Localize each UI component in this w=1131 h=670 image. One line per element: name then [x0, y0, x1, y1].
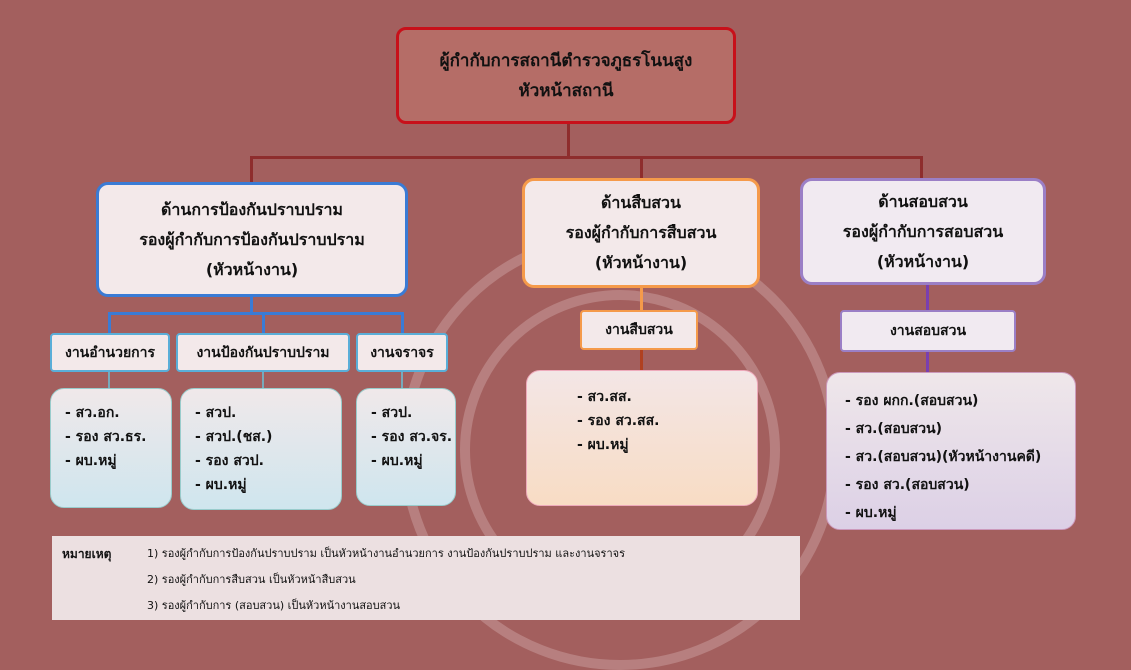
unit-name: งานอำนวยการ: [64, 344, 156, 361]
staff-item: - ผบ.หมู่: [195, 477, 247, 493]
staff-item: - สว.(สอบสวน)(หัวหน้างานคดี): [845, 449, 1042, 465]
connector: [640, 350, 643, 370]
connector: [262, 372, 264, 388]
staff-item: - สวป.: [195, 405, 237, 421]
note-item: 1) รองผู้กำกับการป้องกันปราบปราม เป็นหัว…: [147, 547, 625, 560]
unit-admin: งานอำนวยการ: [50, 333, 170, 372]
division-head: รองผู้กำกับการสอบสวน: [842, 221, 1004, 241]
connector: [640, 156, 643, 178]
staff-item: - รอง สว.จร.: [371, 429, 453, 445]
staff-item: - ผบ.หมู่: [577, 437, 629, 453]
connector: [920, 156, 923, 178]
unit-name: งานจราจร: [370, 344, 434, 361]
staff-list-prevention: - สวป. - สวป.(ชส.) - รอง สวป. - ผบ.หมู่: [180, 388, 342, 510]
unit-name: งานสืบสวน: [605, 322, 673, 338]
note-item: 2) รองผู้กำกับการสืบสวน เป็นหัวหน้าสืบสว…: [147, 573, 356, 586]
staff-item: - ผบ.หมู่: [65, 453, 117, 469]
note-item: 3) รองผู้กำกับการ (สอบสวน) เป็นหัวหน้างา…: [147, 599, 401, 612]
division-title: ด้านสอบสวน: [878, 191, 968, 211]
staff-item: - สว.สส.: [577, 389, 632, 405]
staff-list-admin: - สว.อก. - รอง สว.ธร. - ผบ.หมู่: [50, 388, 172, 508]
unit-inquiry: งานสอบสวน: [840, 310, 1016, 352]
connector: [401, 312, 404, 333]
connector: [926, 352, 929, 372]
division-role: (หัวหน้างาน): [594, 253, 688, 272]
staff-list-inquiry: - รอง ผกก.(สอบสวน) - สว.(สอบสวน) - สว.(ส…: [826, 372, 1076, 530]
station-chief-box: ผู้กำกับการสถานีตำรวจภูธรโนนสูง หัวหน้าส…: [396, 27, 736, 124]
connector: [108, 312, 111, 333]
chief-title: ผู้กำกับการสถานีตำรวจภูธรโนนสูง: [439, 50, 693, 71]
chief-role: หัวหน้าสถานี: [518, 80, 614, 101]
unit-traffic: งานจราจร: [356, 333, 448, 372]
division-prevention: ด้านการป้องกันปราบปราม รองผู้กำกับการป้อ…: [96, 182, 408, 297]
staff-item: - สวป.(ชส.): [195, 429, 273, 445]
division-title: ด้านสืบสวน: [601, 193, 681, 212]
staff-list-investigation: - สว.สส. - รอง สว.สส. - ผบ.หมู่: [526, 370, 758, 506]
notes-label: หมายเหตุ: [62, 547, 112, 561]
division-title: ด้านการป้องกันปราบปราม: [161, 199, 343, 219]
connector: [262, 312, 265, 333]
connector: [401, 372, 403, 388]
connector: [250, 156, 253, 182]
staff-item: - รอง สว.สส.: [577, 413, 660, 429]
division-head: รองผู้กำกับการสืบสวน: [565, 223, 717, 242]
connector: [567, 124, 570, 158]
division-role: (หัวหน้างาน): [876, 251, 970, 271]
division-head: รองผู้กำกับการป้องกันปราบปราม: [139, 229, 365, 249]
staff-item: - รอง สว.ธร.: [65, 429, 147, 445]
unit-name: งานสอบสวน: [889, 323, 967, 339]
unit-name: งานป้องกันปราบปราม: [196, 344, 330, 361]
staff-item: - รอง สว.(สอบสวน): [845, 477, 970, 493]
division-role: (หัวหน้างาน): [205, 259, 299, 279]
connector: [250, 156, 922, 159]
unit-investigation: งานสืบสวน: [580, 310, 698, 350]
division-investigation: ด้านสืบสวน รองผู้กำกับการสืบสวน (หัวหน้า…: [522, 178, 760, 288]
connector: [108, 312, 404, 315]
connector: [640, 288, 643, 310]
staff-item: - สว.อก.: [65, 405, 120, 421]
connector: [926, 285, 929, 310]
notes-panel: หมายเหตุ 1) รองผู้กำกับการป้องกันปราบปรา…: [52, 536, 800, 620]
connector: [108, 372, 110, 388]
unit-prevention: งานป้องกันปราบปราม: [176, 333, 350, 372]
staff-item: - สวป.: [371, 405, 413, 421]
staff-item: - ผบ.หมู่: [371, 453, 423, 469]
staff-item: - ผบ.หมู่: [845, 505, 897, 521]
staff-item: - สว.(สอบสวน): [845, 421, 943, 437]
staff-item: - รอง ผกก.(สอบสวน): [845, 393, 979, 409]
connector: [250, 297, 253, 313]
division-inquiry: ด้านสอบสวน รองผู้กำกับการสอบสวน (หัวหน้า…: [800, 178, 1046, 285]
staff-item: - รอง สวป.: [195, 453, 264, 469]
staff-list-traffic: - สวป. - รอง สว.จร. - ผบ.หมู่: [356, 388, 456, 506]
